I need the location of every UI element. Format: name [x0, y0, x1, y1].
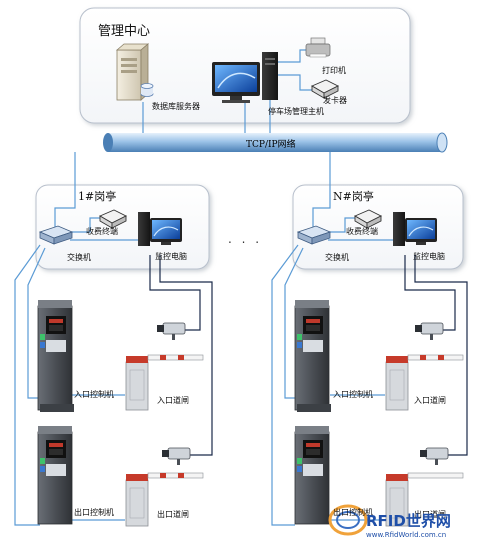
- network-label: TCP/IP网络: [246, 140, 296, 150]
- booth1-exit-controller-label: 出口控制机: [74, 508, 114, 517]
- booth1-switch-icon: [38, 225, 74, 245]
- boothN-exit-camera-icon: [420, 447, 449, 465]
- boothN-exit-controller-icon: [294, 426, 330, 525]
- boothN-exit-controller-label: 出口控制机: [333, 508, 373, 517]
- boothN-exit-gate-label: 出口道闸: [414, 510, 446, 519]
- boothN-entry-controller-icon: [294, 300, 331, 412]
- host-label: 停车场管理主机: [268, 107, 324, 116]
- boothN-entry-gate-label: 入口道闸: [414, 396, 446, 405]
- boothN-toll-terminal-icon: [354, 209, 383, 229]
- boothN-panel: [292, 184, 464, 270]
- camera-lines: [149, 255, 468, 456]
- boothN-entry-camera-icon: [415, 322, 444, 340]
- booth1-toll-terminal-label: 收费终端: [86, 227, 118, 236]
- booth1-title: 1#岗亭: [78, 190, 117, 203]
- card-dispenser-icon: [311, 79, 340, 99]
- watermark-logo: [328, 504, 368, 536]
- booth1-exit-gate-icon: [125, 472, 204, 527]
- database-server-icon: [115, 43, 154, 101]
- booth1-panel: [35, 184, 210, 270]
- boothN-switch-label: 交换机: [325, 253, 349, 262]
- booth1-toll-terminal-icon: [99, 209, 128, 229]
- host-computer-icon: [212, 52, 278, 103]
- boothN-exit-gate-icon: [385, 472, 464, 527]
- booth1-exit-controller-icon: [37, 426, 73, 525]
- booth1-monitor-pc-icon: [138, 212, 182, 246]
- connection-lines: [14, 49, 395, 526]
- booth1-entry-gate-label: 入口道闸: [157, 396, 189, 405]
- printer-icon: [305, 37, 331, 58]
- boothN-title: N#岗亭: [333, 190, 374, 203]
- ellipsis: . . .: [228, 232, 263, 246]
- booth1-entry-controller-icon: [37, 300, 74, 412]
- boothN-switch-icon: [296, 225, 332, 245]
- card-dispenser-label: 发卡器: [323, 96, 347, 105]
- booth1-entry-controller-label: 入口控制机: [74, 390, 114, 399]
- booth1-switch-label: 交换机: [67, 253, 91, 262]
- boothN-entry-gate-icon: [385, 354, 464, 411]
- watermark-url: www.RfidWorld.com.cn: [366, 531, 447, 539]
- booth1-entry-gate-icon: [125, 354, 204, 411]
- network-pipe: [103, 132, 448, 153]
- booth1-entry-camera-icon: [157, 322, 186, 340]
- management-title: 管理中心: [98, 24, 151, 39]
- boothN-monitor-pc-icon: [393, 212, 437, 246]
- boothN-entry-controller-label: 入口控制机: [333, 390, 373, 399]
- watermark-brand: RFID世界网: [366, 512, 451, 530]
- boothN-toll-terminal-label: 收费终端: [346, 227, 378, 236]
- boothN-monitor-pc-label: 监控电脑: [413, 252, 445, 261]
- db-server-label: 数据库服务器: [152, 102, 200, 111]
- booth1-exit-camera-icon: [162, 447, 191, 465]
- printer-label: 打印机: [322, 66, 346, 75]
- booth1-monitor-pc-label: 监控电脑: [155, 252, 187, 261]
- booth1-exit-gate-label: 出口道闸: [157, 510, 189, 519]
